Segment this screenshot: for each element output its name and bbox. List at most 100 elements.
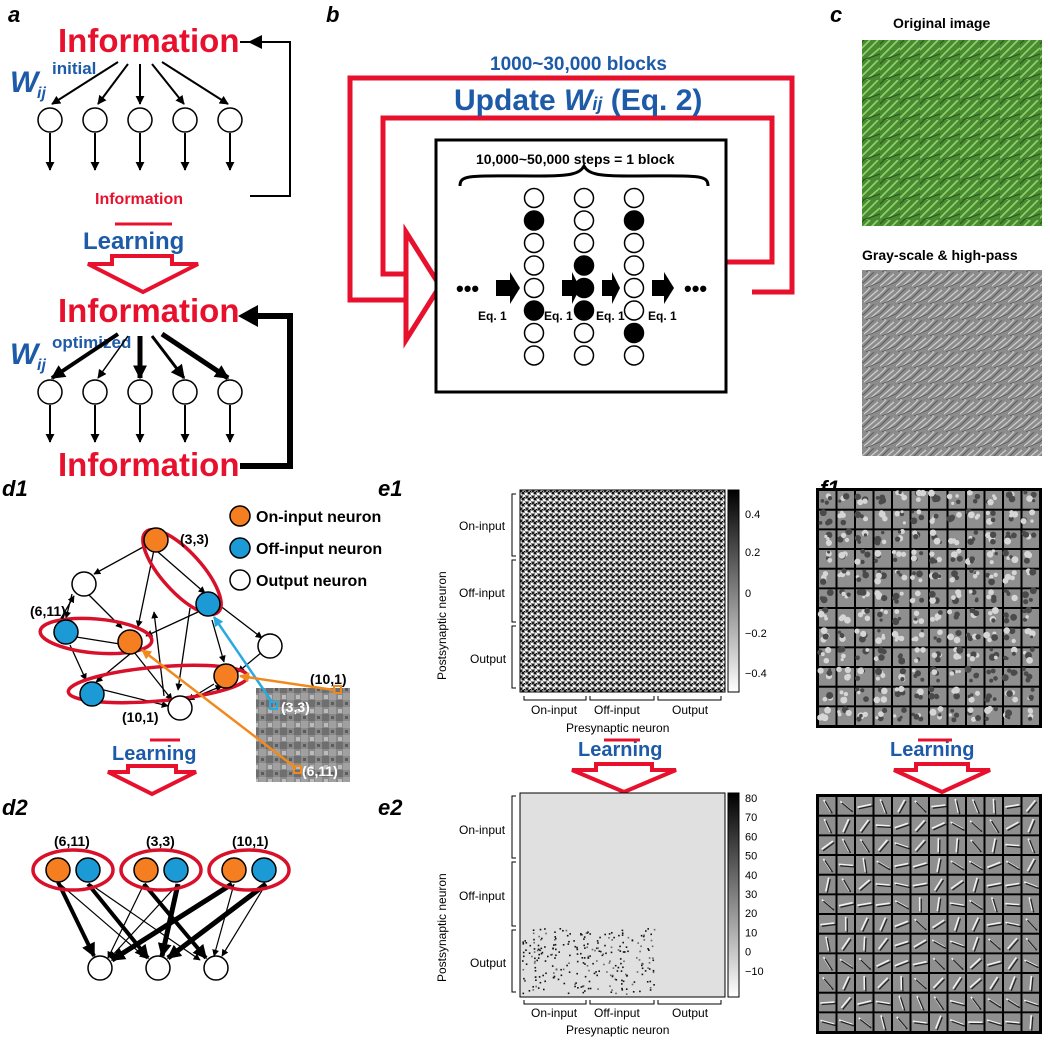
blob <box>894 536 901 542</box>
edge-stroke <box>990 820 1000 834</box>
weight-dot <box>537 957 540 959</box>
weight-dot <box>622 951 625 953</box>
e1-y-brackets <box>511 493 516 689</box>
edge-stroke <box>881 800 888 815</box>
edge-stroke <box>858 1001 873 1007</box>
edge-stroke <box>971 798 979 813</box>
weight-dot <box>623 960 625 963</box>
blob <box>993 572 998 577</box>
weight-dot <box>652 971 655 974</box>
learning-label-f: Learning <box>890 739 974 761</box>
blob <box>983 631 991 639</box>
blob <box>818 521 823 525</box>
pair-label: (3,3) <box>146 833 175 849</box>
edge-stroke <box>986 1019 1001 1025</box>
eq-label: Eq. 1 <box>544 309 573 323</box>
edge-stroke <box>895 824 910 830</box>
weight-dot <box>599 936 601 939</box>
blob <box>875 676 880 681</box>
blob <box>919 551 924 556</box>
output-neuron <box>71 571 97 597</box>
blob <box>1020 518 1027 525</box>
blob <box>951 717 957 723</box>
blob <box>1029 509 1036 516</box>
weight-dot <box>536 959 538 962</box>
edge-stroke <box>986 921 1001 926</box>
blob <box>857 667 865 675</box>
weight-dot <box>531 955 533 958</box>
e2-xgroup: On-input <box>531 1006 578 1020</box>
edge-stroke <box>879 939 890 951</box>
weight-dot <box>602 953 605 955</box>
edge-stroke <box>914 940 928 950</box>
weight-dot <box>647 928 649 930</box>
feedback-arrow-icon <box>240 41 291 197</box>
edge-stroke <box>1007 862 1021 871</box>
off-input-neuron <box>79 681 105 707</box>
edge-stroke <box>823 978 834 991</box>
blob <box>972 574 978 579</box>
edge-stroke <box>857 1000 872 1005</box>
weight-dot <box>631 983 634 986</box>
weight-dot <box>611 939 613 941</box>
neuron-circle-icon <box>172 379 198 405</box>
off-input-neuron <box>75 857 101 883</box>
e2-sparse-weights <box>522 928 656 995</box>
edge-stroke <box>875 883 890 886</box>
edge-stroke <box>898 800 907 814</box>
weight-dot <box>596 940 599 942</box>
blob <box>1025 677 1031 683</box>
weight-dot <box>539 949 541 952</box>
blob <box>1025 628 1032 634</box>
blob <box>1011 556 1019 564</box>
weight-dot <box>611 975 614 978</box>
weight-dot <box>562 944 565 946</box>
weight-dot <box>580 933 582 935</box>
blob <box>1028 716 1033 721</box>
blob <box>892 592 900 600</box>
blob <box>967 511 975 519</box>
blob <box>953 636 961 644</box>
blob <box>900 510 904 514</box>
weight-dot <box>645 930 647 932</box>
blob <box>900 677 905 682</box>
colorbar-tick: 70 <box>745 812 757 824</box>
edge-stroke <box>1007 956 1017 970</box>
panel-b-letter: b <box>326 2 339 27</box>
on-input-legend-icon <box>229 505 251 527</box>
weight-dot <box>555 954 557 957</box>
edge-stroke <box>931 821 945 830</box>
blob <box>1030 491 1037 498</box>
blob <box>951 538 957 544</box>
blob <box>863 516 868 522</box>
blob <box>916 570 923 578</box>
blob <box>935 617 939 621</box>
edge-stroke <box>878 978 890 990</box>
learning-label-a: Learning <box>83 228 184 255</box>
blob <box>1025 606 1032 614</box>
e1-xlabel: Presynaptic neuron <box>566 721 669 735</box>
weight-dot <box>554 957 556 959</box>
weight-dot <box>625 988 628 990</box>
panel-a: a Information W ij initial Information L… <box>8 2 293 483</box>
colorbar-tick: 0 <box>745 588 751 600</box>
edge-stroke <box>821 840 834 850</box>
weight-dot <box>587 955 590 958</box>
step-arrow-icon <box>496 272 520 304</box>
colorbar-tick: 0.4 <box>745 509 760 521</box>
edge-stroke <box>1030 898 1035 913</box>
weight-dot <box>643 939 646 941</box>
blob <box>991 549 996 553</box>
d2-edges <box>56 881 268 963</box>
blob <box>992 494 996 498</box>
output-arrows-bottom <box>45 405 235 443</box>
neuron-state-icon <box>623 232 645 254</box>
edge-stroke <box>879 799 887 813</box>
edge-stroke <box>899 997 906 1011</box>
edge-stroke <box>990 897 997 912</box>
edge-stroke <box>838 1019 853 1026</box>
blob <box>1022 591 1029 599</box>
w-symbol-opt: W <box>10 338 41 371</box>
e1-ygroup: Off-input <box>459 586 505 600</box>
weight-dot <box>547 955 549 958</box>
